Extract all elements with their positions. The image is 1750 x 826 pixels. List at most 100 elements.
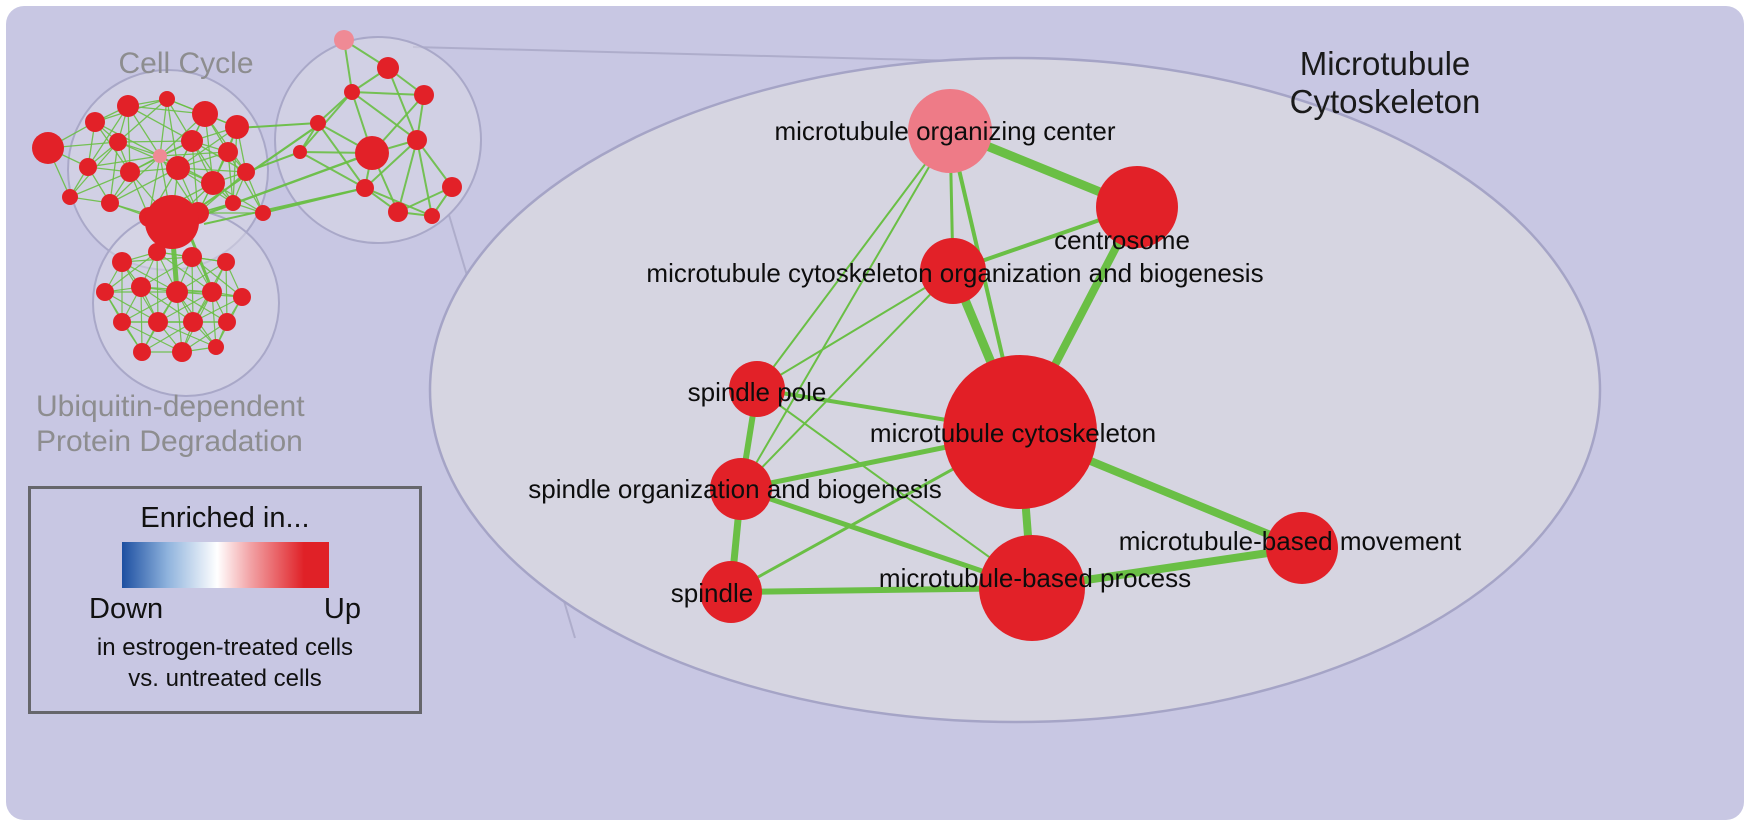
- overview-node: [148, 312, 168, 332]
- detail-node-spindle: [700, 561, 762, 623]
- overview-edge: [351, 91, 425, 96]
- detail-node-mcob: [920, 238, 986, 304]
- overview-edge: [87, 105, 129, 168]
- detail-node-label-mc: microtubule cytoskeleton: [870, 418, 1156, 448]
- overview-node: [424, 208, 440, 224]
- legend-caption-line2: vs. untreated cells: [128, 664, 322, 692]
- overview-node: [62, 189, 78, 205]
- detail-node-mbp: [979, 535, 1085, 641]
- overview-edge: [94, 121, 161, 157]
- static-text-layer: Cell Cycle Ubiquitin-dependent Protein D…: [36, 45, 1480, 458]
- overview-edge: [157, 321, 217, 348]
- overview-node: [414, 85, 434, 105]
- detail-node-label-mcob: microtubule cytoskeleton organization an…: [646, 258, 1263, 288]
- overview-bridge-edge: [262, 187, 366, 214]
- legend-down-label: Down: [89, 593, 164, 625]
- legend-caption: in estrogen-treated cells vs. untreated …: [97, 633, 353, 694]
- overview-edge: [225, 261, 228, 323]
- overview-node: [183, 312, 203, 332]
- overview-node: [310, 115, 326, 131]
- overview-edge: [109, 167, 179, 204]
- detail-edge-mcob-spole: [756, 270, 954, 390]
- overview-node: [101, 194, 119, 212]
- overview-node: [442, 177, 462, 197]
- overview-node: [192, 101, 218, 127]
- overview-edge: [127, 105, 193, 142]
- detail-node-moc: [908, 89, 992, 173]
- overview-edge: [364, 139, 418, 189]
- overview-edge: [416, 139, 433, 217]
- overview-edge: [364, 187, 433, 217]
- overview-edge: [157, 291, 213, 323]
- detail-node-label-spindle: spindle: [671, 578, 753, 608]
- overview-edge: [351, 91, 418, 141]
- overview-node: [293, 145, 307, 159]
- overview-node: [407, 130, 427, 150]
- detail-node-spole: [729, 361, 785, 417]
- detail-edge-moc-spole: [756, 130, 951, 390]
- detail-node-label-centrosome: centrosome: [1054, 225, 1190, 255]
- overview-node: [131, 277, 151, 297]
- legend-box: Enriched in... Down Up in estrogen-treat…: [28, 486, 422, 714]
- overview-edge: [117, 140, 193, 143]
- cluster-label-ubiquitin-line2: Protein Degradation: [36, 425, 303, 458]
- detail-node-mc: [943, 355, 1097, 509]
- overview-edge: [121, 321, 183, 353]
- overview-edge: [191, 140, 199, 214]
- overview-edge: [397, 139, 418, 213]
- overview-node: [356, 179, 374, 197]
- overview-bridge-edge: [245, 151, 301, 173]
- overview-node: [218, 313, 236, 331]
- detail-edge-spole-mbp: [756, 388, 1033, 589]
- overview-node: [344, 84, 360, 100]
- overview-node: [255, 205, 271, 221]
- overview-node: [217, 253, 235, 271]
- overview-edge: [156, 251, 213, 293]
- detail-node-label-mbp: microtubule-based process: [879, 563, 1191, 593]
- overview-edge: [317, 122, 366, 189]
- legend-up-label: Up: [323, 593, 361, 625]
- overview-node: [112, 252, 132, 272]
- legend-extremes-row: Down Up: [89, 593, 361, 626]
- overview-node: [201, 171, 225, 195]
- overview-node: [96, 283, 114, 301]
- detail-edge-moc-sob: [740, 130, 951, 490]
- overview-node: [79, 158, 97, 176]
- overview-edge: [299, 91, 353, 153]
- detail-node-sob: [710, 458, 772, 520]
- overview-node: [32, 132, 64, 164]
- overview-edge: [104, 251, 158, 293]
- cluster-label-cell-cycle: Cell Cycle: [118, 47, 253, 80]
- overview-node: [225, 115, 249, 139]
- overview-edge: [156, 251, 159, 323]
- overview-node: [145, 195, 199, 249]
- overview-node: [109, 133, 127, 151]
- legend-title: Enriched in...: [140, 502, 310, 534]
- overview-node: [181, 130, 203, 152]
- figure-title-line2: Cytoskeleton: [1290, 83, 1481, 120]
- overview-node: [225, 195, 241, 211]
- overview-node: [113, 313, 131, 331]
- detail-node-label-mbm: microtubule-based movement: [1119, 526, 1462, 556]
- legend-caption-line1: in estrogen-treated cells: [96, 634, 354, 661]
- zoom-connector-line: [412, 46, 1001, 63]
- overview-edge: [109, 141, 119, 204]
- overview-edge: [191, 256, 194, 323]
- overview-edge: [140, 286, 143, 353]
- overview-node: [202, 282, 222, 302]
- overview-edge: [69, 171, 131, 198]
- cluster-label-ubiquitin-line1: Ubiquitin-dependent: [36, 390, 305, 423]
- detail-node-label-moc: microtubule organizing center: [774, 116, 1115, 146]
- overview-edge: [159, 98, 168, 157]
- overview-node: [153, 149, 167, 163]
- overview-node: [166, 281, 188, 303]
- overview-node: [218, 142, 238, 162]
- overview-node: [377, 57, 399, 79]
- overview-bridge-edge: [236, 122, 319, 129]
- detail-node-mbm: [1266, 512, 1338, 584]
- overview-node: [388, 202, 408, 222]
- overview-node: [172, 342, 192, 362]
- overview-edge: [117, 98, 168, 143]
